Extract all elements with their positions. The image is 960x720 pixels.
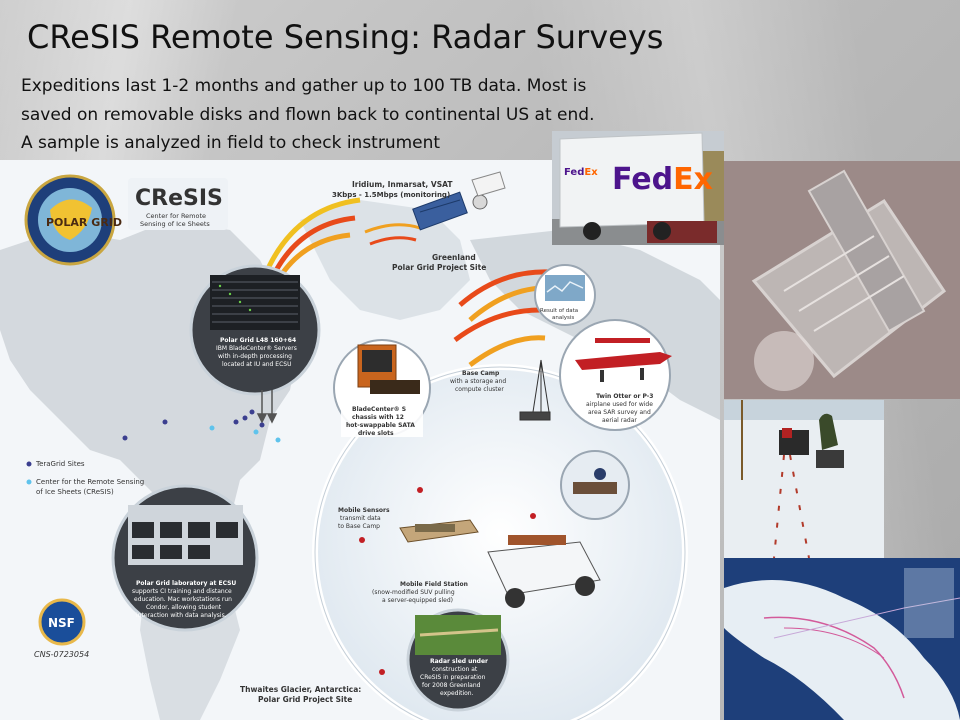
svg-text:transmit data: transmit data	[340, 515, 381, 522]
svg-text:CReSIS: CReSIS	[135, 186, 223, 211]
body-line: saved on removable disks and flown back …	[21, 101, 721, 130]
svg-text:aerial radar: aerial radar	[602, 417, 637, 424]
svg-text:Mobile Sensors: Mobile Sensors	[338, 507, 390, 514]
svg-text:Center for the Remote Sensing: Center for the Remote Sensing	[36, 478, 144, 486]
svg-text:area SAR survey and: area SAR survey and	[588, 409, 651, 416]
cresis-logo: CReSIS Center for Remote Sensing of Ice …	[128, 178, 228, 230]
svg-text:located at IU and ECSU: located at IU and ECSU	[222, 361, 291, 368]
svg-text:Mobile Field Station: Mobile Field Station	[400, 581, 468, 588]
svg-text:airplane used for wide: airplane used for wide	[586, 401, 653, 408]
result-label-line2: analysis	[552, 315, 574, 321]
satellite-label-line2: 3Kbps - 1.5Mbps (monitoring)	[332, 191, 450, 199]
svg-text:TeraGrid Sites: TeraGrid Sites	[35, 460, 85, 468]
svg-text:Twin Otter or P-3: Twin Otter or P-3	[596, 393, 653, 400]
svg-text:(snow-modified SUV pulling: (snow-modified SUV pulling	[372, 589, 455, 596]
svg-text:IBM BladeCenter® Servers: IBM BladeCenter® Servers	[216, 345, 297, 352]
svg-text:hot-swappable SATA: hot-swappable SATA	[346, 422, 415, 429]
svg-text:compute cluster: compute cluster	[455, 386, 504, 393]
nsf-logo: NSF	[40, 600, 84, 644]
satellite-label-line1: Iridium, Inmarsat, VSAT	[352, 180, 453, 189]
frozen-equipment-case-photo	[724, 161, 960, 399]
server-rack-bubble	[191, 266, 319, 394]
snowmobile-bubble	[561, 451, 629, 519]
svg-text:Sensing of Ice Sheets: Sensing of Ice Sheets	[140, 220, 210, 228]
svg-text:for 2008 Greenland: for 2008 Greenland	[422, 682, 481, 689]
slide-title: CReSIS Remote Sensing: Radar Surveys	[27, 18, 663, 56]
greenland-label-line1: Greenland	[432, 253, 476, 262]
svg-text:interaction with data analysis: interaction with data analysis.	[136, 612, 227, 619]
svg-text:Polar Grid laboratory at ECSU: Polar Grid laboratory at ECSU	[136, 580, 236, 587]
svg-text:a server-equipped sled): a server-equipped sled)	[382, 597, 453, 604]
svg-text:BladeCenter® S: BladeCenter® S	[352, 406, 406, 413]
svg-text:education. Mac workstations ru: education. Mac workstations run	[134, 596, 232, 603]
svg-text:of Ice Sheets (CReSIS): of Ice Sheets (CReSIS)	[36, 488, 114, 496]
svg-text:to Base Camp: to Base Camp	[338, 523, 380, 530]
svg-text:chassis with 12: chassis with 12	[352, 414, 404, 421]
svg-text:construction at: construction at	[432, 666, 478, 673]
fedex-truck-photo: FedEx FedEx	[552, 131, 724, 245]
svg-text:Center for Remote: Center for Remote	[146, 212, 206, 220]
svg-text:NSF: NSF	[48, 616, 75, 630]
svg-text:Thwaites Glacier, Antarctica:: Thwaites Glacier, Antarctica:	[240, 685, 361, 694]
body-line: Expeditions last 1-2 months and gather u…	[21, 72, 721, 101]
svg-text:expedition.: expedition.	[440, 690, 474, 697]
svg-text:with a storage and: with a storage and	[450, 378, 506, 385]
greenland-label-line2: Polar Grid Project Site	[392, 263, 486, 272]
svg-text:Radar sled under: Radar sled under	[430, 658, 488, 665]
polar-grid-logo-text: POLAR GRID	[46, 216, 122, 229]
svg-text:Condor, allowing student: Condor, allowing student	[146, 604, 222, 611]
fedex-logo: FedEx	[612, 162, 713, 197]
svg-text:drive slots: drive slots	[358, 430, 394, 437]
svg-text:Base Camp: Base Camp	[462, 370, 500, 377]
svg-text:CReSIS in preparation: CReSIS in preparation	[420, 674, 486, 681]
svg-text:with in-depth processing: with in-depth processing	[218, 353, 292, 360]
result-label-line1: Result of data	[540, 308, 578, 314]
grant-number: CNS-0723054	[34, 650, 89, 659]
snow-field-sensors-photo	[724, 400, 884, 558]
antarctica-map-photo	[724, 558, 960, 720]
svg-text:Polar Grid L48 160+64: Polar Grid L48 160+64	[220, 337, 296, 344]
svg-text:FedEx: FedEx	[564, 167, 598, 178]
svg-text:Polar Grid Project Site: Polar Grid Project Site	[258, 695, 352, 704]
svg-text:supports CI training and dista: supports CI training and distance	[132, 588, 232, 595]
